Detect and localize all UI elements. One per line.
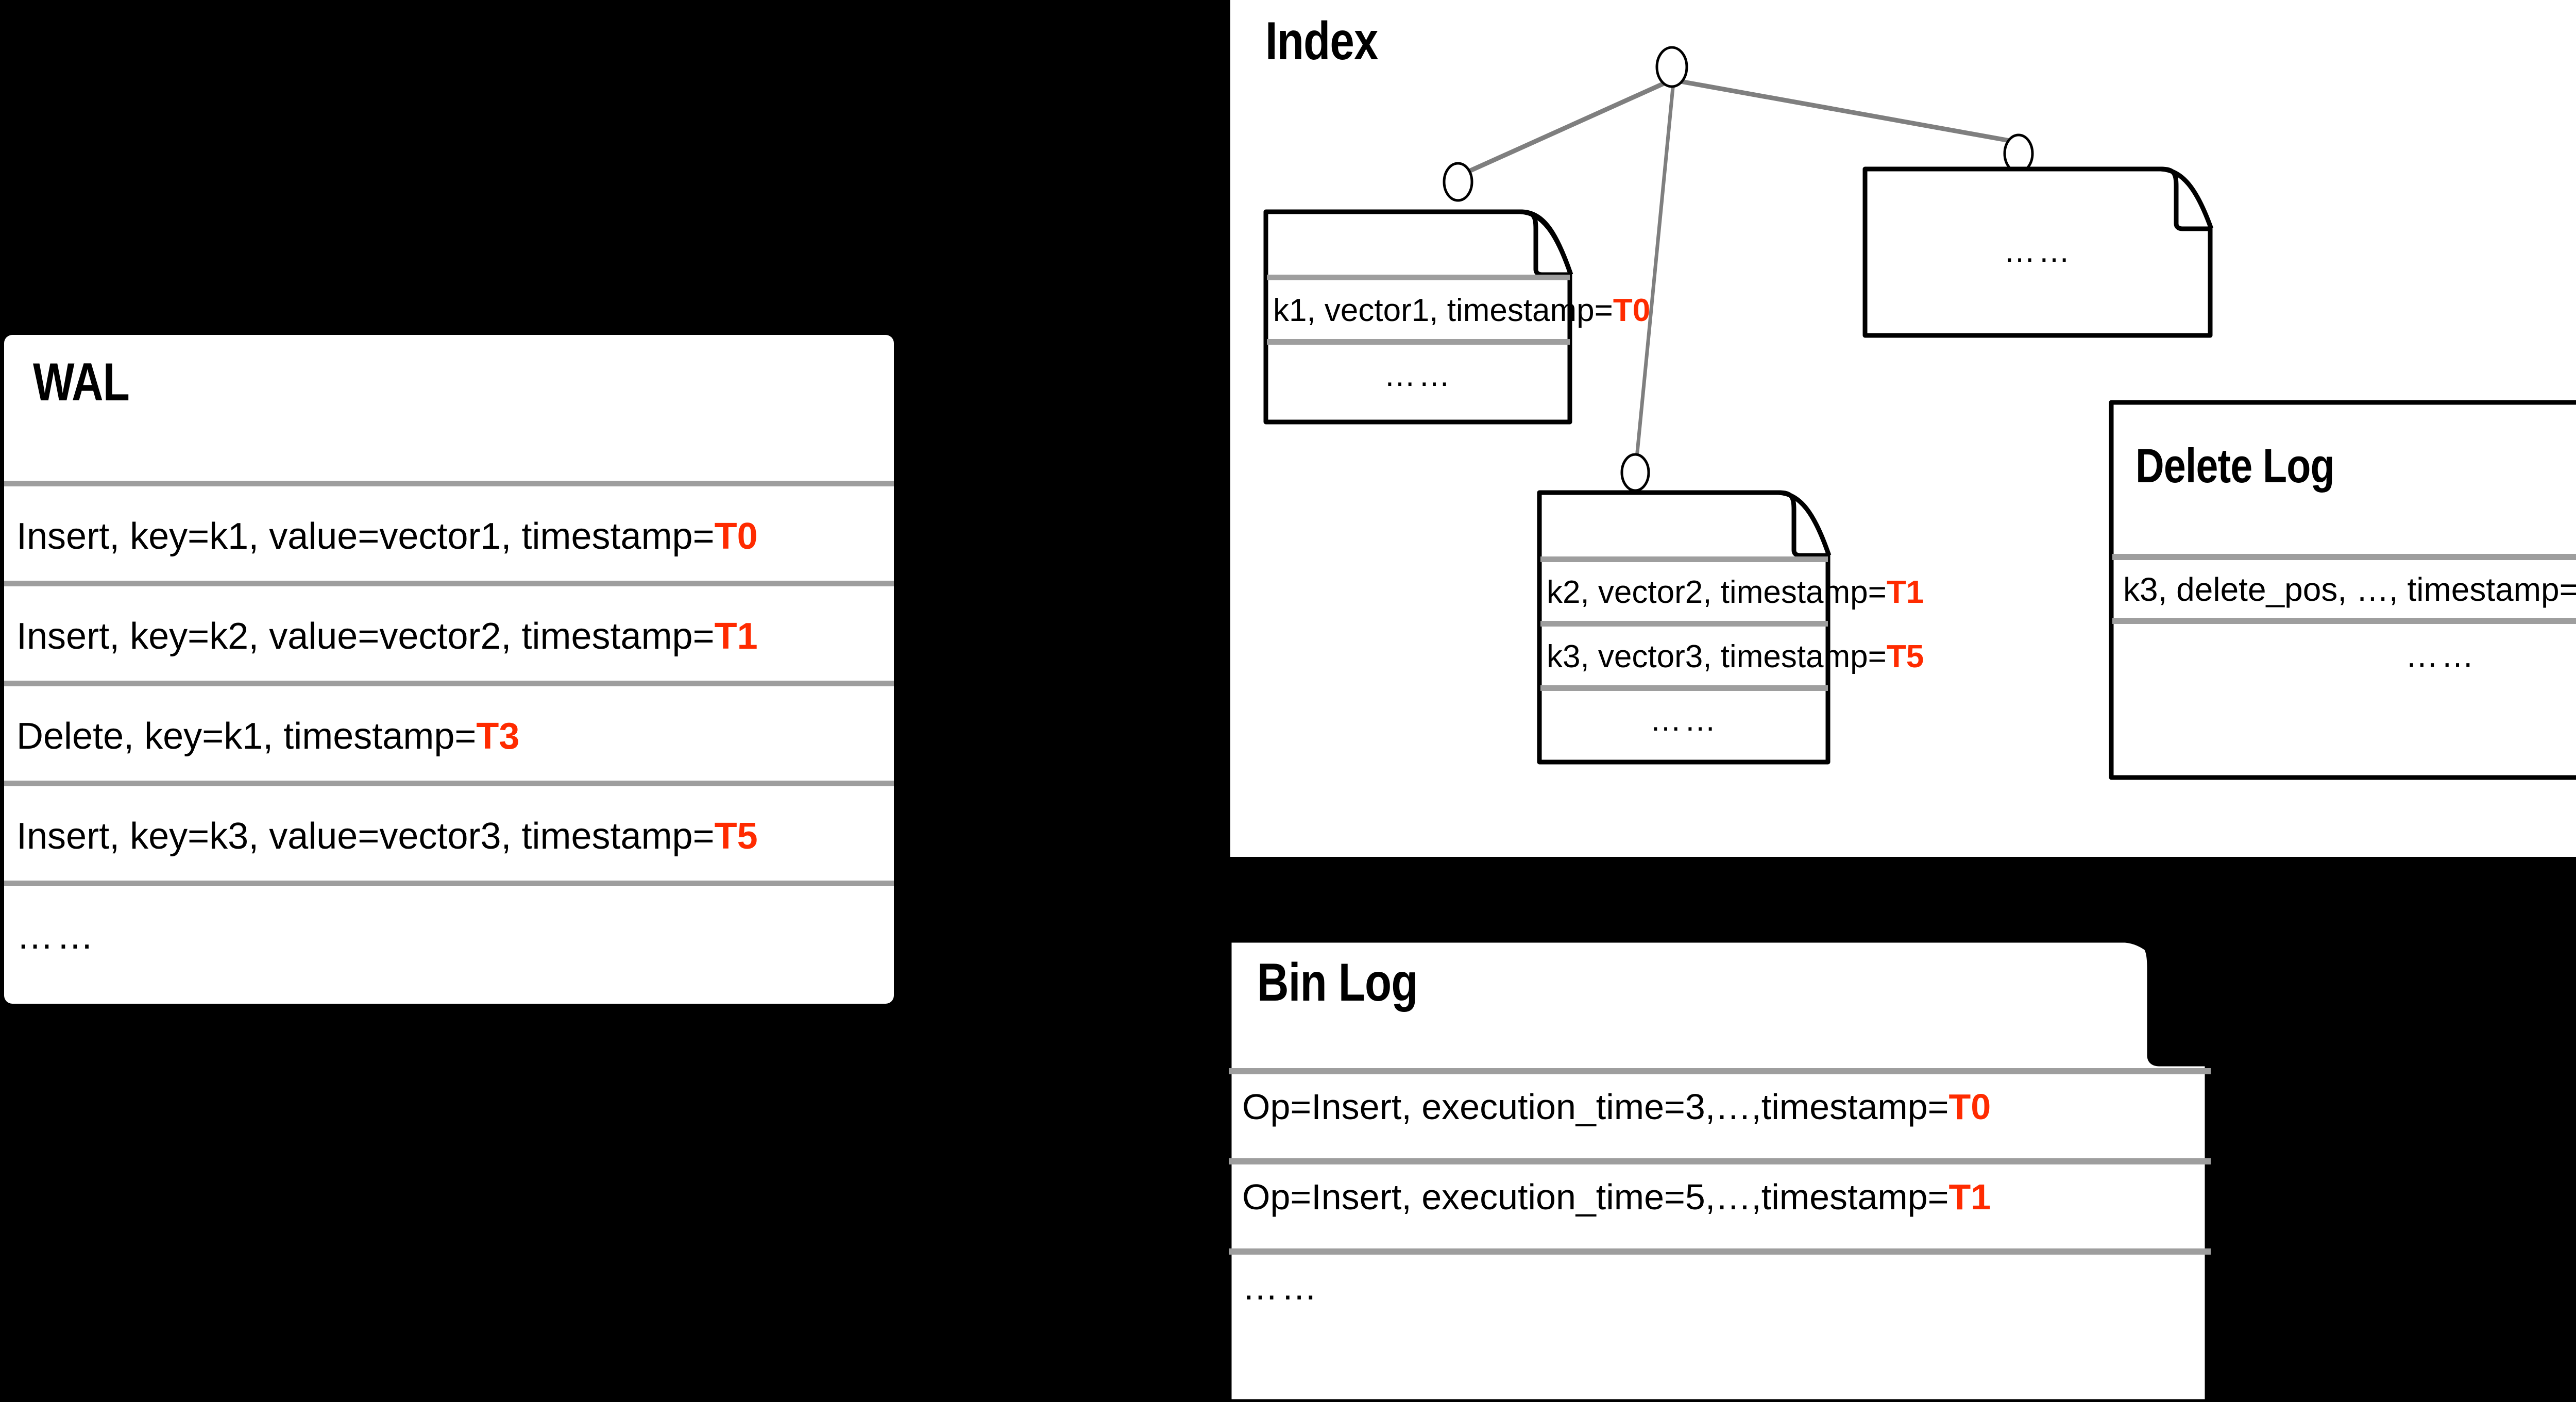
- bin-log-card: Op=Insert, execution_time=3,…,timestamp=…: [1226, 937, 2213, 1402]
- wal-row: Insert, key=k3, value=vector3, timestamp…: [16, 815, 758, 857]
- delete-log-row-text: ……: [2405, 637, 2477, 674]
- bin-log-row-text: ……: [1242, 1267, 1320, 1307]
- delete-log-row: ……: [2109, 636, 2576, 674]
- wal-row-text: Insert, key=k2, value=vector2, timestamp…: [16, 616, 715, 657]
- card-row: ……: [1537, 702, 1831, 738]
- bin-log-row-text: Op=Insert, execution_time=5,…,timestamp=: [1242, 1177, 1949, 1217]
- card-divider: [1540, 685, 1828, 691]
- card-row-timestamp: T1: [1886, 575, 1924, 610]
- card-row: k2, vector2, timestamp=T1: [1547, 574, 1924, 611]
- card-divider: [1267, 275, 1570, 280]
- wal-divider-1: [4, 581, 894, 586]
- wal-row-text: Delete, key=k1, timestamp=: [16, 716, 477, 757]
- card-divider: [1267, 339, 1570, 345]
- wal-row-timestamp: T0: [714, 516, 758, 557]
- bin-log-divider: [1229, 1158, 2211, 1164]
- delete-log-row: k3, delete_pos, …, timestamp=T3: [2123, 570, 2576, 609]
- card-row-timestamp: T0: [1613, 293, 1651, 328]
- wal-divider-3: [4, 781, 894, 786]
- delete-log-card: Delete Log k3, delete_pos, …, timestamp=…: [2109, 399, 2576, 781]
- delete-log-title: Delete Log: [2136, 438, 2335, 493]
- bin-log-divider: [1229, 1248, 2211, 1255]
- card-row: ……: [1264, 357, 1573, 394]
- card-row: ……: [1863, 233, 2213, 269]
- card-divider: [1540, 556, 1828, 562]
- wal-title: WAL: [33, 352, 130, 412]
- bin-log-row-text: Op=Insert, execution_time=3,…,timestamp=: [1242, 1087, 1949, 1127]
- bin-log-row: ……: [1242, 1266, 1320, 1308]
- card-row-timestamp: T5: [1886, 639, 1924, 674]
- bin-log-row: Op=Insert, execution_time=5,…,timestamp=…: [1242, 1176, 1991, 1218]
- card-divider: [2112, 554, 2576, 560]
- bin-log-row: Op=Insert, execution_time=3,…,timestamp=…: [1242, 1086, 1991, 1127]
- card-row: k1, vector1, timestamp=T0: [1273, 292, 1650, 329]
- index-title: Index: [1265, 11, 1378, 71]
- wal-row-timestamp: T5: [714, 816, 758, 857]
- wal-row-text: Insert, key=k1, value=vector1, timestamp…: [16, 516, 715, 557]
- card-row-text: ……: [2004, 233, 2073, 269]
- card-row-text: ……: [1650, 702, 1719, 738]
- fold-curve: [2160, 166, 2214, 230]
- wal-row: Insert, key=k2, value=vector2, timestamp…: [16, 615, 758, 657]
- wal-divider-0: [4, 481, 894, 486]
- index-card-ellipsis: ……: [1862, 166, 2214, 339]
- wal-row-timestamp: T3: [476, 716, 520, 757]
- card-row-text: k2, vector2, timestamp=: [1547, 575, 1887, 610]
- wal-panel: Insert, key=k1, value=vector1, timestamp…: [4, 335, 894, 1004]
- sheet-outline: [2109, 400, 2576, 780]
- card-divider: [2112, 618, 2576, 624]
- wal-row-text: ……: [16, 916, 97, 957]
- card-divider: [1540, 621, 1828, 627]
- fold-curve: [2125, 937, 2213, 1065]
- wal-row-text: Insert, key=k3, value=vector3, timestamp…: [16, 816, 715, 857]
- wal-divider-4: [4, 881, 894, 886]
- index-card-k2-k3: k2, vector2, timestamp=T1 k3, vector3, t…: [1537, 489, 1924, 765]
- wal-row: Insert, key=k1, value=vector1, timestamp…: [16, 515, 758, 558]
- card-row: k3, vector3, timestamp=T5: [1547, 638, 1924, 675]
- wal-divider-2: [4, 681, 894, 686]
- wal-row: ……: [16, 915, 97, 957]
- fold-curve: [1778, 490, 1832, 556]
- wal-row-timestamp: T1: [714, 616, 758, 657]
- card-row-text: k1, vector1, timestamp=: [1273, 293, 1613, 328]
- fold-curve: [1520, 209, 1573, 276]
- card-row-text: ……: [1384, 358, 1453, 393]
- bin-log-row-timestamp: T0: [1948, 1087, 1991, 1127]
- bin-log-title: Bin Log: [1257, 953, 1418, 1012]
- index-card-k1: k1, vector1, timestamp=T0 ……: [1263, 209, 1650, 425]
- wal-row: Delete, key=k1, timestamp=T3: [16, 715, 519, 757]
- bin-log-row-timestamp: T1: [1948, 1177, 1991, 1217]
- bin-log-divider: [1229, 1068, 2211, 1074]
- card-row-text: k3, vector3, timestamp=: [1547, 639, 1887, 674]
- delete-log-row-text: k3, delete_pos, …, timestamp=: [2123, 571, 2576, 608]
